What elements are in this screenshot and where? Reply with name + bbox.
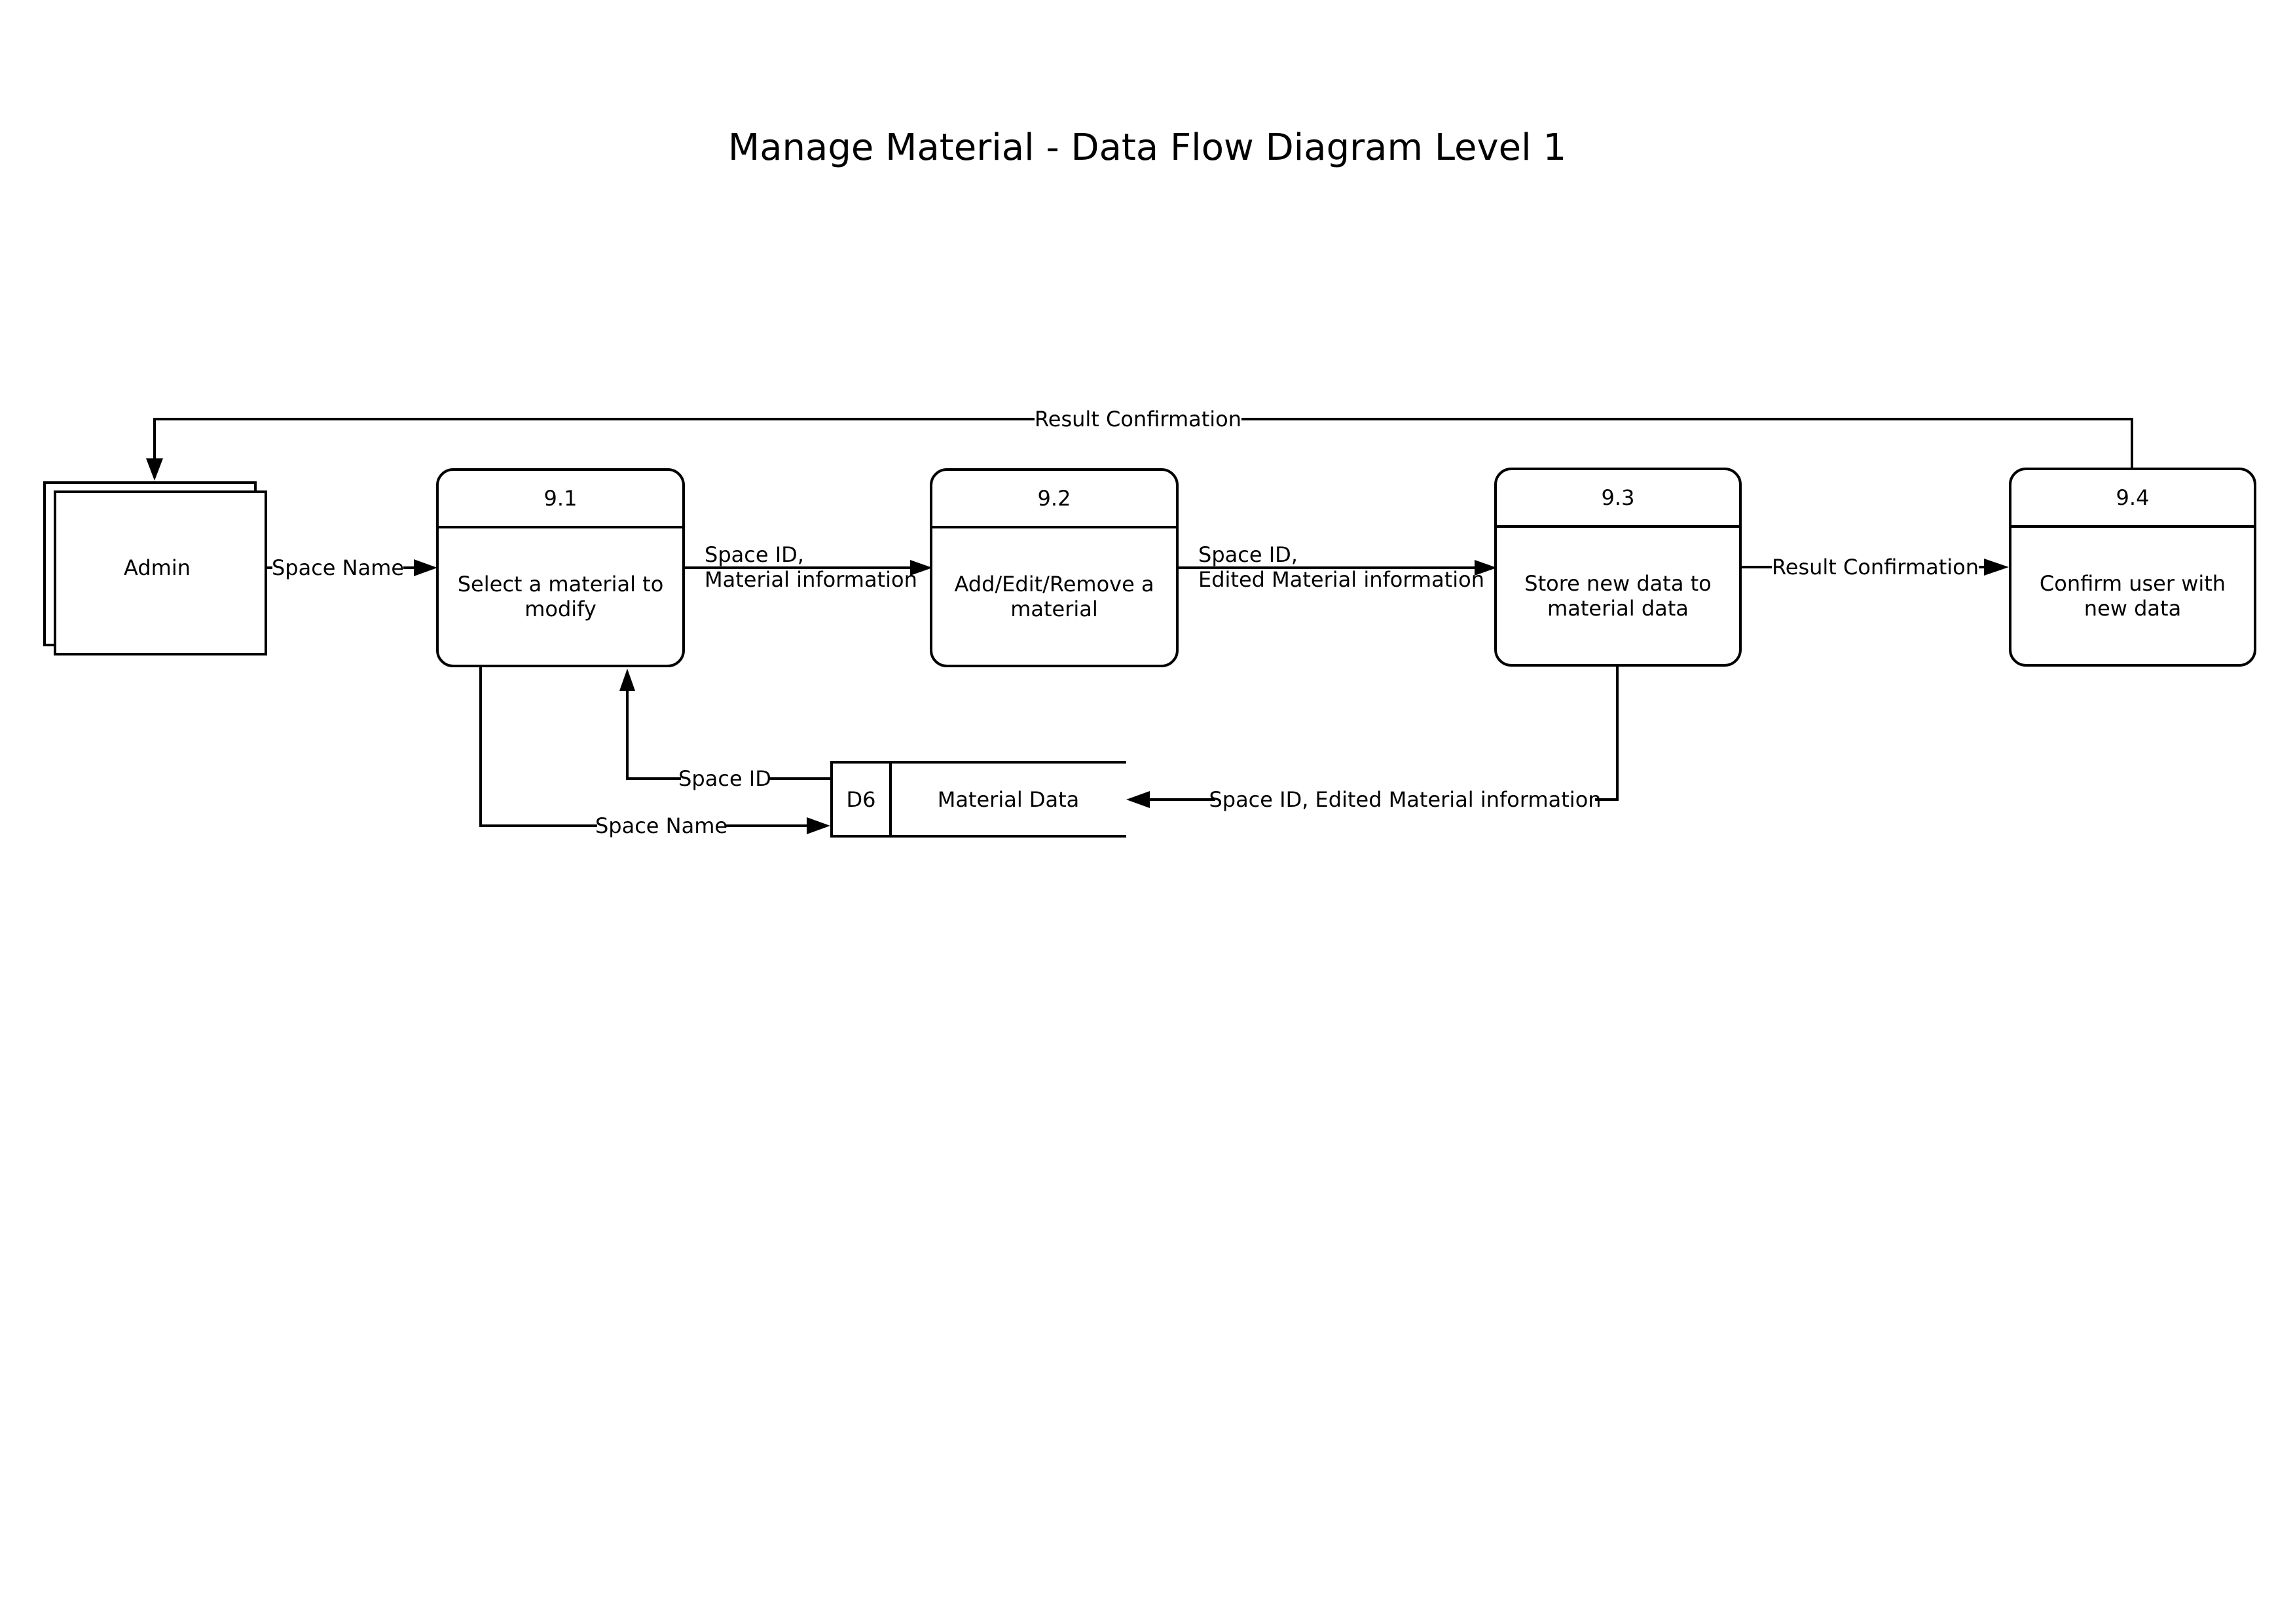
flow-label-9-3-to-d6: Space ID, Edited Material information [1209, 787, 1601, 812]
flow-label-admin-to-9-1: Space Name [272, 555, 404, 580]
flow-d6-to-9-1-arrowhead [619, 669, 635, 691]
flow-label-9-3-to-9-4: Result Confirmation [1772, 555, 1979, 580]
flow-label-bg [681, 765, 769, 792]
datastore-label: Material Data [938, 787, 1080, 812]
flow-label-9-4-to-admin: Result Confirmation [1035, 407, 1241, 432]
external-entity-label: Admin [124, 555, 191, 580]
flow-label-d6-to-9-1: Space ID [678, 766, 771, 791]
process-box [2009, 468, 2256, 667]
process-9-3: 9.3 Store new data to material data [1494, 468, 1742, 667]
flow-label-bg [272, 554, 403, 581]
process-box [1494, 468, 1742, 667]
datastore-id: D6 [847, 787, 876, 812]
process-label-line-1: Store new data to [1524, 571, 1711, 596]
process-box [436, 468, 685, 667]
flow-9-4-to-admin-arrowhead [146, 458, 163, 481]
process-9-2: 9.2 Add/Edit/Remove a material [930, 468, 1179, 667]
flow-label-bg [597, 812, 725, 840]
process-id: 9.2 [1038, 486, 1071, 511]
flow-label-9-2-to-9-3-line-1: Space ID, [1198, 542, 1298, 567]
process-label-line-2: modify [524, 597, 597, 621]
process-label-line-2: material [1010, 597, 1098, 621]
flow-9-3-to-9-4-arrowhead [1984, 559, 2009, 576]
flow-9-3-to-d6-arrowhead [1126, 791, 1150, 808]
flow-label-9-1-to-d6: Space Name [595, 813, 727, 838]
flow-9-3-to-d6-line [1148, 666, 1619, 801]
datastore-outline [830, 761, 1126, 838]
process-id: 9.1 [544, 486, 578, 511]
diagram-title: Manage Material - Data Flow Diagram Leve… [728, 126, 1566, 169]
flow-label-9-1-to-9-2-line-2: Material information [705, 567, 917, 592]
datastore-d6: D6 Material Data [830, 761, 1126, 838]
process-box [930, 468, 1179, 667]
flow-label-bg [1215, 786, 1595, 813]
flow-label-9-1-to-9-2-line-1: Space ID, [705, 542, 804, 567]
flow-9-2-to-9-3-arrowhead [1475, 560, 1497, 576]
process-label-line-2: new data [2084, 596, 2181, 621]
flow-label-bg [1772, 553, 1979, 581]
process-id: 9.4 [2116, 485, 2150, 510]
process-label-line-1: Add/Edit/Remove a [954, 572, 1154, 597]
process-label-line-1: Confirm user with [2040, 571, 2226, 596]
process-9-1: 9.1 Select a material to modify [436, 468, 685, 667]
process-id: 9.3 [1602, 485, 1635, 510]
flow-label-bg [1035, 405, 1241, 433]
flow-9-1-to-9-2-arrowhead [910, 560, 932, 576]
process-label-line-2: material data [1547, 596, 1689, 621]
flow-label-9-2-to-9-3-line-2: Edited Material information [1198, 567, 1484, 592]
flow-admin-to-9-1-arrowhead [414, 559, 437, 576]
external-entity-front [54, 490, 267, 655]
flow-9-1-to-d6-arrowhead [807, 817, 830, 834]
external-entity-admin: Admin [43, 481, 267, 655]
flow-9-1-to-d6-line [479, 667, 809, 827]
process-label-line-1: Select a material to [458, 572, 664, 597]
process-9-4: 9.4 Confirm user with new data [2009, 468, 2256, 667]
